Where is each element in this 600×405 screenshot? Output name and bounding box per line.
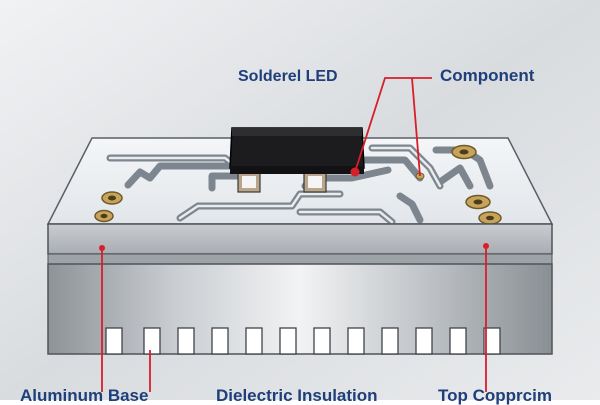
dielectric-layer xyxy=(47,223,553,255)
callout-dot-icon xyxy=(350,167,360,177)
label-soldered-led: Solderel LED xyxy=(238,68,338,85)
smd-led-icon xyxy=(229,127,365,193)
solder-pad-icon xyxy=(94,144,502,225)
aluminum-base xyxy=(47,263,553,355)
layer-boundary xyxy=(47,253,553,265)
label-top-copper: Top Copprcim xyxy=(438,386,552,405)
label-dielectric-insulation: Dielectric Insulation xyxy=(216,386,378,405)
label-component: Component xyxy=(440,66,535,85)
callout-dot-icon xyxy=(483,243,489,249)
trace-highlights xyxy=(108,146,442,224)
heatsink-fins xyxy=(105,327,501,355)
callout-lines xyxy=(101,77,487,392)
callout-dot-icon xyxy=(99,245,105,251)
label-aluminum-base: Aluminum Base xyxy=(20,386,149,405)
